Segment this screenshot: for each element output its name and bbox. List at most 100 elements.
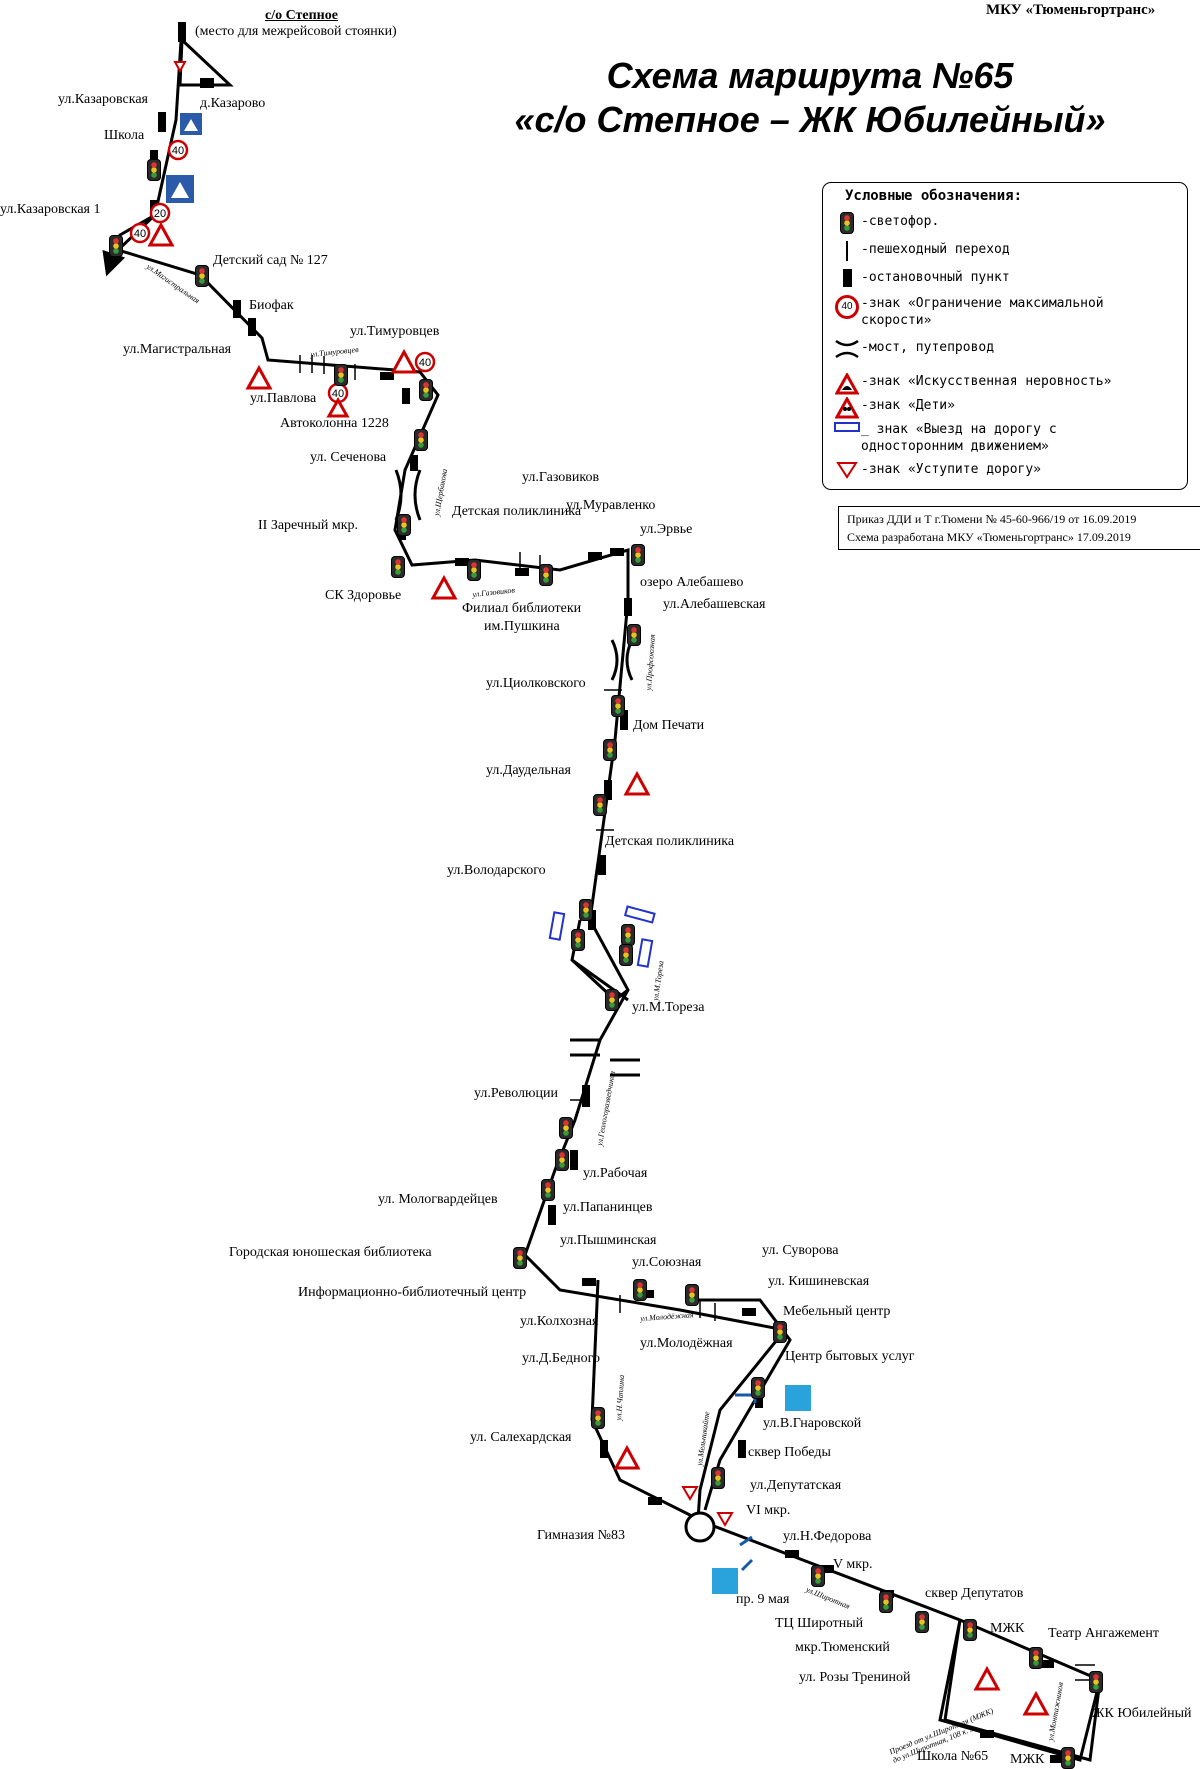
- stop-label: Городская юношеская библиотека: [229, 1245, 432, 1260]
- legend: Условные обозначения: -светофор. -пешехо…: [822, 182, 1188, 490]
- crosswalks: [299, 355, 1095, 1681]
- yield-signs: [173, 61, 734, 1527]
- stop-label: ул.Казаровская 1: [0, 202, 101, 217]
- stop-label: ул.В.Гнаровской: [763, 1416, 862, 1431]
- traffic-light-icon: [628, 625, 640, 645]
- legend-item: -знак «Уступите дорогу»: [833, 461, 1041, 479]
- traffic-light-icon: [556, 1150, 568, 1170]
- speed-bump-signs: [166, 113, 202, 203]
- roundabout: [684, 1511, 716, 1543]
- traffic-light-icon: [606, 990, 618, 1010]
- stop-label: Детская поликлиника: [452, 504, 581, 520]
- legend-item: 40 -знак «Ограничение максимальной скоро…: [833, 295, 1104, 329]
- bus-stop-icon: [842, 269, 852, 287]
- one-way-exit-sign-icon: [548, 911, 566, 941]
- stop-label: озеро Алебашево: [640, 575, 744, 590]
- pedestrian-underpass-icon: [785, 1385, 811, 1411]
- stop-label: ул.Алебашевская: [663, 597, 766, 612]
- stop-label: V мкр.: [833, 1557, 873, 1572]
- stop-label: ул.Депутатская: [750, 1478, 842, 1493]
- speed-limit-value: 40: [134, 228, 146, 240]
- stop-label: ул.Циолковского: [486, 676, 586, 691]
- crosswalk-icon: [846, 241, 848, 261]
- stop-label: Детский сад № 127: [213, 253, 328, 268]
- stop-label: сквер Победы: [748, 1445, 831, 1460]
- stop-label: ул.М.Тореза: [632, 1000, 705, 1015]
- orders-box: Приказ ДДИ и Т г.Тюмени № 45-60-966/19 о…: [838, 506, 1200, 550]
- stop-label: ул.Рабочая: [583, 1166, 648, 1181]
- stop-label: ул.Муравленко: [566, 498, 656, 513]
- speed-bump-sign-icon: [835, 373, 859, 395]
- terminal-note: (место для межрейсовой стоянки): [195, 24, 397, 39]
- yield-sign-icon: [173, 61, 187, 74]
- speed-limit-signs: 40 20 40 40 40: [129, 139, 436, 404]
- pedestrian-underpass-icon: [712, 1568, 738, 1594]
- traffic-light-icon: [841, 213, 853, 233]
- children-sign-icon: [390, 348, 418, 374]
- stop-label: ул.Молодёжная: [640, 1336, 733, 1351]
- stop-label: II Заречный мкр.: [258, 518, 359, 533]
- speed-limit-value: 40: [172, 145, 184, 157]
- traffic-light-icon: [686, 1285, 698, 1305]
- stop-label: им.Пушкина: [484, 619, 560, 634]
- stop-label: пр. 9 мая: [736, 1592, 790, 1607]
- traffic-light-icon: [398, 515, 410, 535]
- traffic-light-icon: [774, 1322, 786, 1342]
- stop-label: ул.Казаровская: [58, 92, 148, 107]
- legend-item-label: -светофор.: [861, 214, 940, 229]
- legend-item-label: -мост, путепровод: [861, 340, 995, 355]
- legend-item-label: -знак «Дети»: [861, 398, 955, 413]
- speed-limit-value: 40: [332, 388, 344, 400]
- stop-label: ул.Эрвье: [640, 522, 693, 537]
- organization-name: МКУ «Тюменьгортранс»: [986, 2, 1156, 18]
- stop-label: ул.Революции: [474, 1086, 558, 1101]
- traffic-light-icon: [514, 1248, 526, 1268]
- stop-label: Театр Ангажемент: [1048, 1626, 1159, 1641]
- stop-label: Информационно-библиотечный центр: [298, 1285, 527, 1300]
- legend-item: -знак «Дети»: [833, 397, 955, 419]
- legend-item-label: _ знак «Выезд на дорогу с односторонним …: [861, 422, 1057, 454]
- stop-label: ул. Кишиневская: [768, 1274, 870, 1289]
- stop-label: ул.Д.Бедного: [522, 1351, 600, 1366]
- children-sign-icon: [245, 364, 273, 390]
- legend-item-label: -знак «Уступите дорогу»: [861, 462, 1042, 477]
- yield-sign-icon: [716, 1512, 734, 1527]
- title-line-1: Схема маршрута №65: [606, 55, 1014, 96]
- stop-label: VI мкр.: [746, 1503, 791, 1518]
- children-sign-icon: [430, 574, 458, 600]
- traffic-light-icon: [540, 565, 552, 585]
- stop-label: Мебельный центр: [783, 1304, 891, 1319]
- traffic-light-icon: [580, 900, 592, 920]
- legend-item-label: -знак «Искусственная неровность»: [861, 374, 1112, 389]
- stop-label: Биофак: [249, 298, 294, 313]
- traffic-light-icon: [560, 1118, 572, 1138]
- order-line: Схема разработана МКУ «Тюменьгортранс» 1…: [847, 530, 1131, 544]
- stop-label: ул. Мологвардейцев: [378, 1192, 498, 1207]
- stop-label: ул.Н.Федорова: [783, 1529, 872, 1544]
- traffic-light-icon: [632, 545, 644, 565]
- stop-label: ул. Суворова: [762, 1243, 839, 1258]
- children-sign-icon: [623, 770, 651, 796]
- traffic-light-icon: [604, 740, 616, 760]
- stop-label: Автоколонна 1228: [280, 416, 389, 431]
- traffic-light-icon: [812, 1566, 824, 1586]
- legend-item: -пешеходный переход: [833, 241, 1010, 261]
- children-sign-icon: [973, 1665, 1001, 1691]
- traffic-light-icon: [612, 696, 624, 716]
- curve-sign-icon: [147, 221, 175, 247]
- traffic-light-icon: [594, 795, 606, 815]
- stop-label: МЖК: [1010, 1752, 1045, 1767]
- stop-label: Филиал библиотеки: [462, 601, 582, 616]
- stop-label-line: Детская поликлиника: [452, 504, 582, 519]
- stop-label: сквер Депутатов: [925, 1586, 1024, 1601]
- legend-item: _ знак «Выезд на дорогу с односторонним …: [833, 421, 1057, 455]
- terminal-name: с/о Степное: [265, 8, 338, 23]
- warning-signs: [147, 221, 1050, 1716]
- legend-item: -мост, путепровод: [833, 339, 994, 359]
- traffic-light-icon: [1030, 1648, 1042, 1668]
- stop-label: ул.Володарского: [447, 863, 546, 878]
- speed-limit-value: 40: [419, 357, 431, 369]
- stop-label: ЖК Юбилейный: [1092, 1706, 1192, 1721]
- speed-limit-value: 20: [154, 208, 166, 220]
